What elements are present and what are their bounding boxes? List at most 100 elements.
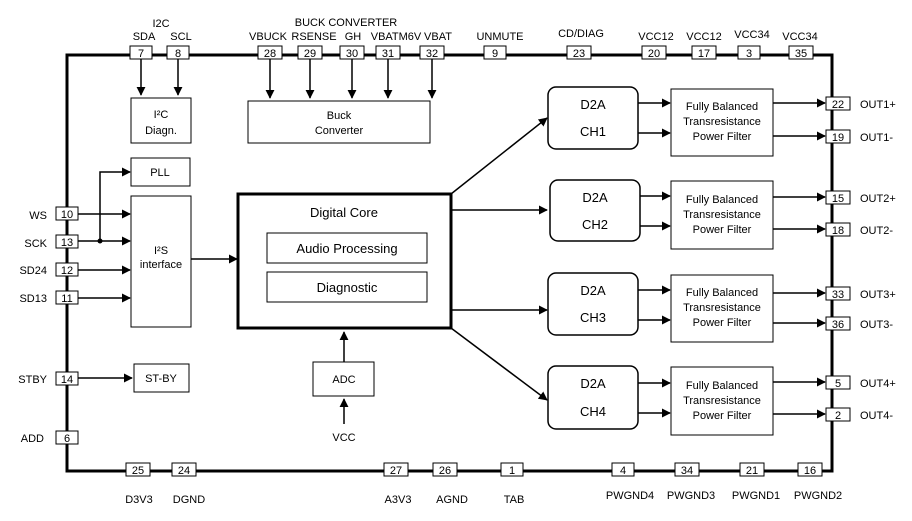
pin-number: 15 (832, 193, 844, 205)
pin-gh: GH 30 (339, 31, 365, 60)
sck-junction (97, 238, 103, 244)
pin-label: TAB (504, 494, 525, 506)
filter-line2: Transresistance (683, 395, 761, 407)
pin-pwgnd4: 4 PWGND4 (606, 462, 654, 502)
pin-number: 18 (832, 225, 844, 237)
right-pins: 22 OUT1+ 19 OUT1- 15 OUT2+ 18 OUT2- 33 O… (825, 96, 896, 422)
pin-box (432, 462, 458, 477)
pin-vcc34-b: VCC34 35 (782, 31, 817, 60)
filter-line1: Fully Balanced (686, 380, 758, 392)
d2a-ch3-block: D2A CH3 (547, 272, 639, 336)
pin-label: OUT1- (860, 132, 893, 144)
d2a-ch1-bottom: CH1 (580, 124, 606, 139)
i2s-line2: interface (140, 259, 182, 271)
pin-d3v3: 25 D3V3 (125, 462, 153, 506)
pin-unmute: UNMUTE 9 (476, 31, 523, 60)
i2c-diag-line2: Diagn. (145, 125, 177, 137)
buck-converter-block: Buck Converter (247, 100, 431, 144)
stby-label: ST-BY (145, 373, 177, 385)
pin-vbat: VBAT 32 (419, 31, 452, 60)
pin-vcc12-b: VCC12 17 (686, 31, 721, 60)
d2a-ch1-block: D2A CH1 (547, 86, 639, 150)
pin-label: VCC34 (782, 31, 817, 43)
pin-add: ADD 6 (21, 430, 79, 445)
filter-line2: Transresistance (683, 116, 761, 128)
pin-tab: 1 TAB (500, 462, 525, 506)
pin-box (825, 375, 851, 390)
pin-number: 27 (390, 465, 402, 477)
buck-line2: Converter (315, 125, 364, 137)
pin-number: 32 (426, 48, 438, 60)
pin-number: 34 (681, 465, 693, 477)
filter-line3: Power Filter (693, 410, 752, 422)
pin-vcc34-a: VCC34 3 (734, 29, 769, 60)
pin-box (383, 462, 409, 477)
left-pins: WS 10 SCK 13 SD24 12 SD13 11 STBY 14 ADD… (18, 206, 79, 445)
d2a-ch2-block: D2A CH2 (549, 179, 641, 242)
pin-label: PWGND4 (606, 490, 654, 502)
d2a-ch2-top: D2A (582, 190, 608, 205)
pin-pwgnd3: 34 PWGND3 (667, 462, 715, 502)
pin-number: 31 (382, 48, 394, 60)
i2c-diag-line1: I²C (154, 109, 169, 121)
pin-number: 22 (832, 99, 844, 111)
pin-out1p: 22 OUT1+ (825, 96, 896, 111)
pin-box (500, 462, 524, 477)
pin-number: 24 (178, 465, 190, 477)
pin-number: 13 (61, 237, 73, 249)
pin-sd24: SD24 12 (19, 262, 79, 277)
audio-processing-label: Audio Processing (296, 241, 397, 256)
pin-box (825, 96, 851, 111)
pin-label: OUT2- (860, 225, 893, 237)
core-d2a4-line (450, 327, 548, 401)
vcc-label: VCC (332, 432, 355, 444)
pin-label: SD13 (19, 293, 47, 305)
pin-label: VBAT (424, 31, 452, 43)
pin-label: AGND (436, 494, 468, 506)
pin-label: OUT1+ (860, 99, 896, 111)
buck-group-label: BUCK CONVERTER (295, 17, 398, 29)
pin-label: ADD (21, 433, 44, 445)
pin-label: OUT4+ (860, 378, 896, 390)
pin-label: VCC34 (734, 29, 769, 41)
adc-label: ADC (332, 374, 355, 386)
pin-number: 30 (346, 48, 358, 60)
pin-label: OUT4- (860, 410, 893, 422)
pin-label: VBATM6V (371, 31, 422, 43)
pin-number: 8 (175, 48, 181, 60)
filter-line3: Power Filter (693, 131, 752, 143)
pin-number: 14 (61, 374, 73, 386)
top-pins: SDA 7 SCL 8 VBUCK 28 RSENSE 29 GH 30 VBA… (129, 28, 818, 60)
pin-number: 26 (439, 465, 451, 477)
pin-box (674, 462, 700, 477)
pin-box (825, 316, 851, 331)
pin-sck: SCK 13 (24, 234, 79, 250)
pin-box (125, 462, 151, 477)
sck-pll-line (99, 167, 131, 241)
filter-line1: Fully Balanced (686, 194, 758, 206)
pin-label: A3V3 (385, 494, 412, 506)
pin-out2p: 15 OUT2+ (825, 190, 896, 205)
pin-pwgnd2: 16 PWGND2 (794, 462, 842, 502)
pin-label: OUT2+ (860, 193, 896, 205)
pin-number: 10 (61, 209, 73, 221)
pin-number: 11 (61, 293, 72, 305)
pin-number: 7 (138, 48, 144, 60)
audio-processing-block (266, 232, 428, 264)
pin-label: UNMUTE (476, 31, 523, 43)
d2a-ch3-bottom: CH3 (580, 310, 606, 325)
pin-out2m: 18 OUT2- (825, 222, 893, 237)
pin-pwgnd1: 21 PWGND1 (732, 462, 780, 502)
pin-label: PWGND2 (794, 490, 842, 502)
pin-number: 4 (620, 465, 626, 477)
d2a-ch1-top: D2A (580, 97, 606, 112)
pin-label: RSENSE (291, 31, 336, 43)
pin-box (171, 462, 197, 477)
filter-ch1-block: Fully Balanced Transresistance Power Fil… (670, 88, 774, 157)
pin-out4m: 2 OUT4- (825, 407, 893, 422)
pin-label: PWGND1 (732, 490, 780, 502)
pin-out3m: 36 OUT3- (825, 316, 893, 331)
pin-vcc12-a: VCC12 20 (638, 31, 673, 60)
filter-line3: Power Filter (693, 224, 752, 236)
pin-label: D3V3 (125, 494, 153, 506)
